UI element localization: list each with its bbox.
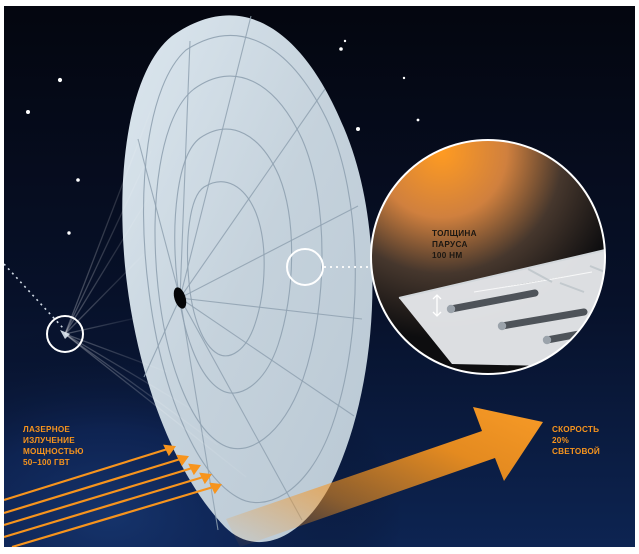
sail-ring [154,75,323,450]
laser-beam [64,333,247,478]
star [67,231,71,235]
laser-beam [64,317,137,335]
laser-power-arrows [4,444,222,547]
speed-arrow-icon [226,407,543,547]
laser-label-line-1: ЛАЗЕРНОЕ [23,425,70,434]
sail-thickness-line-3: 100 НМ [432,251,462,260]
laser-arrow-line [4,455,188,515]
spacecraft-icon [60,330,70,339]
star [339,47,343,51]
speed-label-line-2: 20% [552,436,570,445]
laser-arrow-icon [188,463,201,476]
laser-arrow-line [4,445,175,502]
sheet-edge [398,240,605,299]
laser-beams [64,101,247,478]
laser-arrow-line [11,483,221,547]
laser-arrow-icon [199,472,212,485]
star [76,178,80,182]
lens-border [370,139,606,375]
laser-arrow-icon [176,454,189,467]
sail-thickness-line-2: ПАРУСА [432,240,468,249]
speed-label-line-3: СВЕТОВОЙ [552,445,600,456]
sheet-highlight [473,271,593,293]
sail-ring [187,181,265,357]
laser-label-line-4: 50–100 ГВТ [23,458,70,467]
light-sail [122,15,373,543]
sheet-detail [527,265,605,293]
sail-surface [122,15,373,543]
sail-center-hole [173,287,187,309]
sheet-rib [498,308,588,330]
guide-dotted-line [4,263,64,329]
laser-arrow-line [4,473,211,539]
laser-arrow-icon [209,482,222,495]
star [343,39,347,43]
laser-beam [64,199,148,335]
star [416,118,420,122]
laser-beam [64,333,219,446]
laser-label-line-3: МОЩНОСТЬЮ [23,447,84,456]
sail-thickness-line-1: ТОЛЩИНА [432,229,477,238]
laser-beam [64,333,192,410]
sheet-rib [447,289,539,313]
star [26,110,30,114]
thickness-arrow-top-icon [432,294,442,300]
rib-end [542,335,552,345]
illustration-scene: ТОЛЩИНА ПАРУСА 100 НМ ЛАЗЕРНОЕ ИЗЛУЧЕНИЕ… [4,6,635,547]
illustration-svg: ТОЛЩИНА ПАРУСА 100 НМ ЛАЗЕРНОЕ ИЗЛУЧЕНИЕ… [4,6,635,547]
star [356,127,360,131]
laser-arrow-icon [163,444,176,457]
star [402,76,406,80]
thickness-arrow-bottom-icon [432,311,442,317]
laser-beam [64,150,152,335]
laser-beam [64,101,155,335]
rib-end [497,321,507,331]
speed-label-line-1: СКОРОСТЬ [552,425,599,434]
laser-label-line-2: ИЗЛУЧЕНИЕ [23,436,75,445]
rib-end [446,304,456,314]
magnifier-circle-icon [286,248,324,286]
sail-ring [174,128,293,394]
laser-arrow-line [4,464,200,527]
spacecraft-circle-icon [46,315,84,353]
star [57,77,63,83]
